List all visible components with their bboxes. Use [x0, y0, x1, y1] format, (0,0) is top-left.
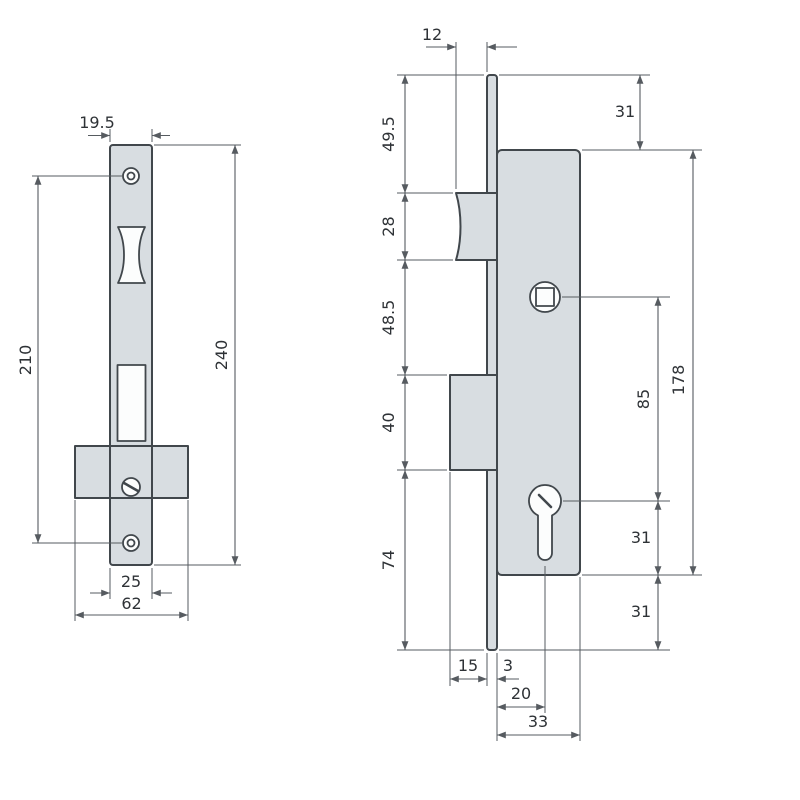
top-screw-hole-inner — [126, 171, 136, 181]
dim-case-bottom-to-plate-label: 31 — [631, 602, 651, 621]
dim-plate-to-case-label: 31 — [615, 102, 635, 121]
side-faceplate — [486, 74, 498, 651]
dim-bolt-to-bottom-label: 74 — [379, 550, 398, 570]
side-deadbolt — [449, 374, 498, 471]
dim-top-width-label: 19.5 — [79, 113, 115, 132]
side-roller-latch — [455, 192, 498, 261]
dim-spindle-to-cylinder-label: 85 — [634, 389, 653, 409]
dim-plate-thickness-label: 3 — [503, 656, 513, 675]
bottom-screw-hole-inner — [126, 538, 136, 548]
dim-case-height-label: 178 — [669, 365, 688, 396]
dim-plate-width-label: 25 — [121, 572, 141, 591]
front-faceplate — [109, 144, 153, 566]
roller-latch-window — [117, 226, 146, 284]
dim-top-to-latch-label: 49.5 — [379, 116, 398, 152]
dim-case-depth-label: 33 — [528, 712, 548, 731]
dim-latch-projection-label: 12 — [422, 25, 442, 44]
front-view: 19.5 210 240 25 62 — [16, 113, 241, 621]
side-dimensions: 12 49.5 28 48.5 40 74 — [379, 25, 702, 741]
dim-hole-spacing-label: 210 — [16, 345, 35, 376]
side-view: 12 49.5 28 48.5 40 74 — [379, 25, 702, 741]
dim-plate-height-label: 240 — [212, 340, 231, 371]
dim-case-width-label: 62 — [121, 594, 141, 613]
dim-latch-height-label: 28 — [379, 216, 398, 236]
dim-bolt-projection-label: 15 — [458, 656, 478, 675]
deadbolt-window — [116, 364, 147, 442]
dim-backset-label: 20 — [511, 684, 531, 703]
side-lock-body — [449, 74, 581, 651]
dim-cylinder-to-case-bottom-label: 31 — [631, 528, 651, 547]
cylinder-cam-slot — [537, 493, 553, 509]
euro-cylinder-profile — [528, 484, 562, 561]
dim-bolt-height-label: 40 — [379, 412, 398, 432]
front-dimensions: 19.5 210 240 25 62 — [16, 113, 241, 621]
fixing-screw-slot — [122, 481, 140, 493]
dim-latch-to-bolt-label: 48.5 — [379, 300, 398, 336]
front-lock-body — [74, 144, 189, 566]
spindle-square — [535, 287, 555, 307]
